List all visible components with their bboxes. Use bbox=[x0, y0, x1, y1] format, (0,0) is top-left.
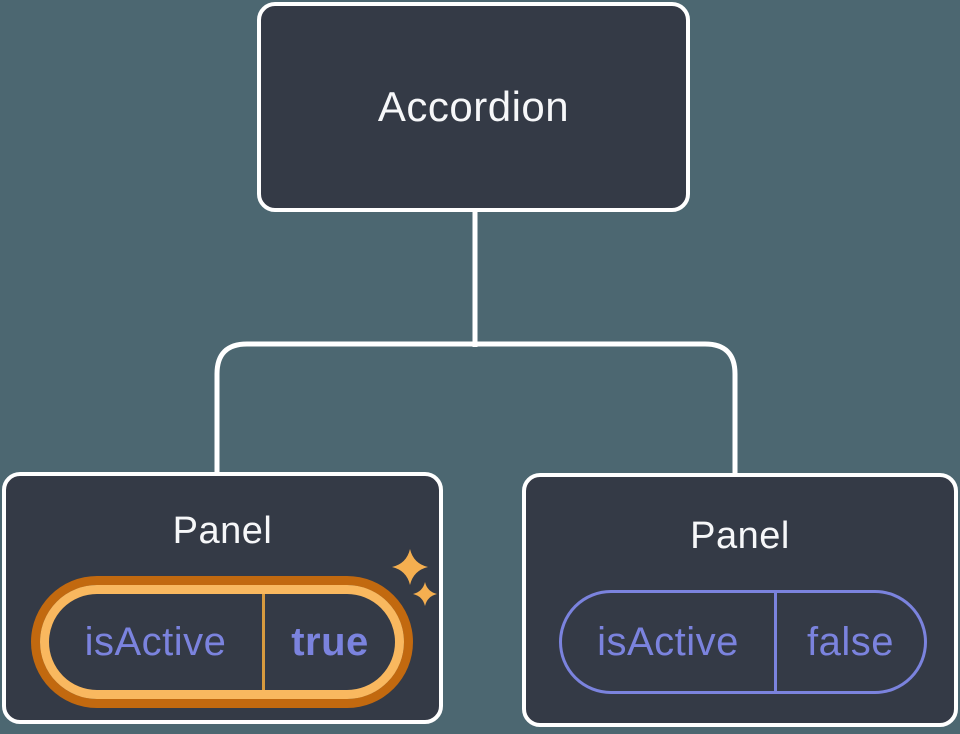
node-panel-active: Panel isActive true bbox=[2, 472, 443, 724]
pill-divider bbox=[262, 594, 265, 690]
sparkles-icon bbox=[392, 549, 437, 606]
panel-title: Panel bbox=[690, 515, 790, 557]
connector-branch bbox=[214, 341, 738, 478]
pill-divider bbox=[774, 593, 777, 691]
prop-pill-highlighted: isActive true bbox=[40, 585, 404, 699]
node-panel-inactive: Panel isActive false bbox=[522, 473, 958, 727]
prop-value: false bbox=[807, 619, 894, 664]
prop-name: isActive bbox=[84, 619, 227, 664]
prop-name: isActive bbox=[597, 619, 739, 664]
accordion-label: Accordion bbox=[377, 83, 570, 130]
prop-value: true bbox=[291, 619, 369, 664]
panel-title: Panel bbox=[172, 510, 273, 552]
node-accordion: Accordion bbox=[257, 2, 690, 212]
prop-pill-normal: isActive false bbox=[559, 590, 927, 694]
